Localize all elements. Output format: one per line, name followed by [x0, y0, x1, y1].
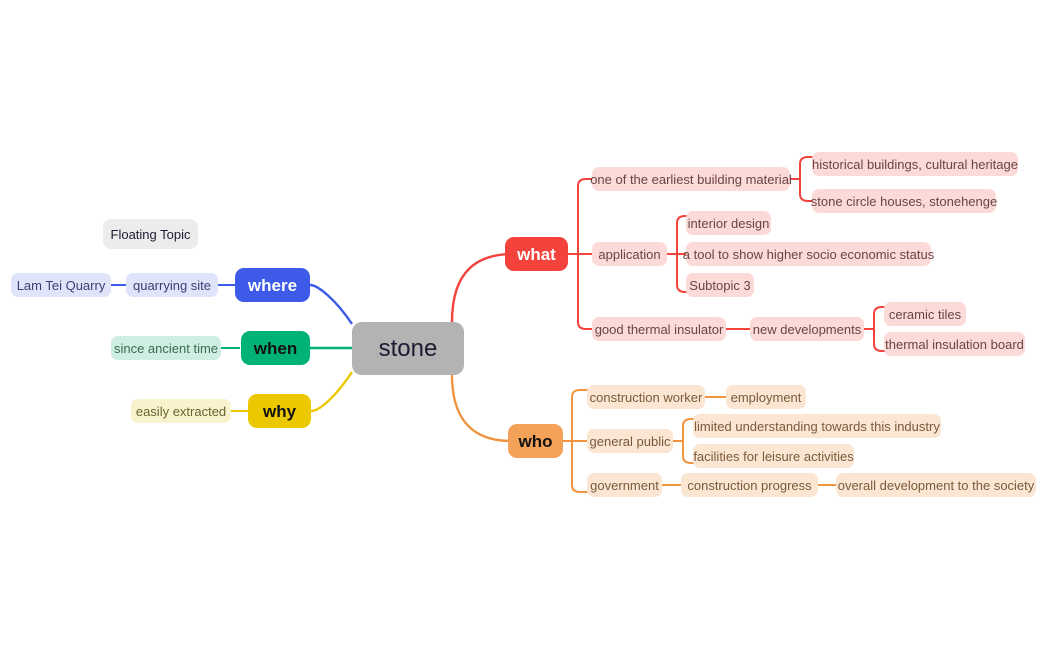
topic-label: stone circle houses, stonehenge [810, 193, 998, 209]
link-stone-to-who [450, 374, 512, 443]
topic-easily-extracted[interactable]: easily extracted [131, 399, 231, 423]
topic-employment[interactable]: employment [726, 385, 806, 409]
topic-label: government [590, 477, 659, 493]
topic-label: employment [730, 389, 802, 405]
topic-government[interactable]: government [587, 473, 662, 497]
topic-label: one of the earliest building material [590, 171, 792, 187]
topic-quarrying-site[interactable]: quarrying site [126, 273, 218, 297]
topic-label: quarrying site [132, 277, 212, 293]
topic-label: a tool to show higher socio economic sta… [682, 246, 935, 262]
central-topic-stone[interactable]: stone [352, 322, 464, 375]
topic-subtopic-3[interactable]: Subtopic 3 [686, 273, 754, 297]
topic-lam-tei-quarry[interactable]: Lam Tei Quarry [11, 273, 111, 297]
branch-label-when: when [253, 338, 298, 358]
branch-node-where[interactable]: where [235, 268, 310, 302]
topic-label: overall development to the society [837, 477, 1035, 493]
topic-label: historical buildings, cultural heritage [812, 156, 1018, 172]
topic-label: construction progress [687, 477, 812, 493]
branch-label-who: who [518, 431, 553, 451]
floating-topic-label: Floating Topic [110, 226, 191, 242]
topic-since-ancient-time[interactable]: since ancient time [111, 336, 221, 360]
topic-label: easily extracted [135, 403, 227, 419]
topic-earliest-building-material[interactable]: one of the earliest building material [590, 167, 792, 191]
topic-construction-worker[interactable]: construction worker [587, 385, 705, 409]
topic-label: facilities for leisure activities [693, 448, 854, 464]
branch-label-where: where [247, 275, 298, 295]
topic-label: new developments [752, 321, 862, 337]
branch-node-who[interactable]: who [508, 424, 563, 458]
topic-construction-progress[interactable]: construction progress [681, 473, 818, 497]
topic-label: general public [589, 433, 671, 449]
topic-good-thermal-insulator[interactable]: good thermal insulator [592, 317, 726, 341]
topic-label: interior design [687, 215, 770, 231]
topic-label: thermal insulation board [885, 336, 1024, 352]
topic-thermal-insulation-board[interactable]: thermal insulation board [884, 332, 1025, 356]
topic-interior-design[interactable]: interior design [686, 211, 771, 235]
topic-label: ceramic tiles [888, 306, 962, 322]
topic-label: construction worker [589, 389, 703, 405]
topic-new-developments[interactable]: new developments [750, 317, 864, 341]
central-topic-label: stone [378, 334, 438, 362]
branch-label-why: why [262, 401, 297, 421]
branch-node-when[interactable]: when [241, 331, 310, 365]
topic-general-public[interactable]: general public [587, 429, 673, 453]
topic-limited-understanding[interactable]: limited understanding towards this indus… [693, 414, 941, 438]
topic-label: good thermal insulator [594, 321, 724, 337]
topic-leisure-facilities[interactable]: facilities for leisure activities [693, 444, 854, 468]
topic-label: Subtopic 3 [689, 277, 751, 293]
topic-label: limited understanding towards this indus… [694, 418, 940, 434]
topic-label: Lam Tei Quarry [16, 277, 106, 293]
topic-application[interactable]: application [592, 242, 667, 266]
topic-socio-economic-status[interactable]: a tool to show higher socio economic sta… [682, 242, 935, 266]
link-stone-to-why [310, 371, 353, 413]
branch-node-why[interactable]: why [248, 394, 311, 428]
topic-overall-development[interactable]: overall development to the society [836, 473, 1036, 497]
link-stone-to-what [450, 252, 514, 323]
branch-node-what[interactable]: what [505, 237, 568, 271]
topic-stone-circle-houses[interactable]: stone circle houses, stonehenge [810, 189, 998, 213]
branch-label-what: what [517, 244, 556, 264]
topic-label: application [598, 246, 661, 262]
topic-ceramic-tiles[interactable]: ceramic tiles [884, 302, 966, 326]
topic-label: since ancient time [113, 340, 219, 356]
topic-historical-buildings[interactable]: historical buildings, cultural heritage [812, 152, 1018, 176]
floating-topic[interactable]: Floating Topic [103, 219, 198, 249]
link-stone-to-where [309, 283, 353, 325]
